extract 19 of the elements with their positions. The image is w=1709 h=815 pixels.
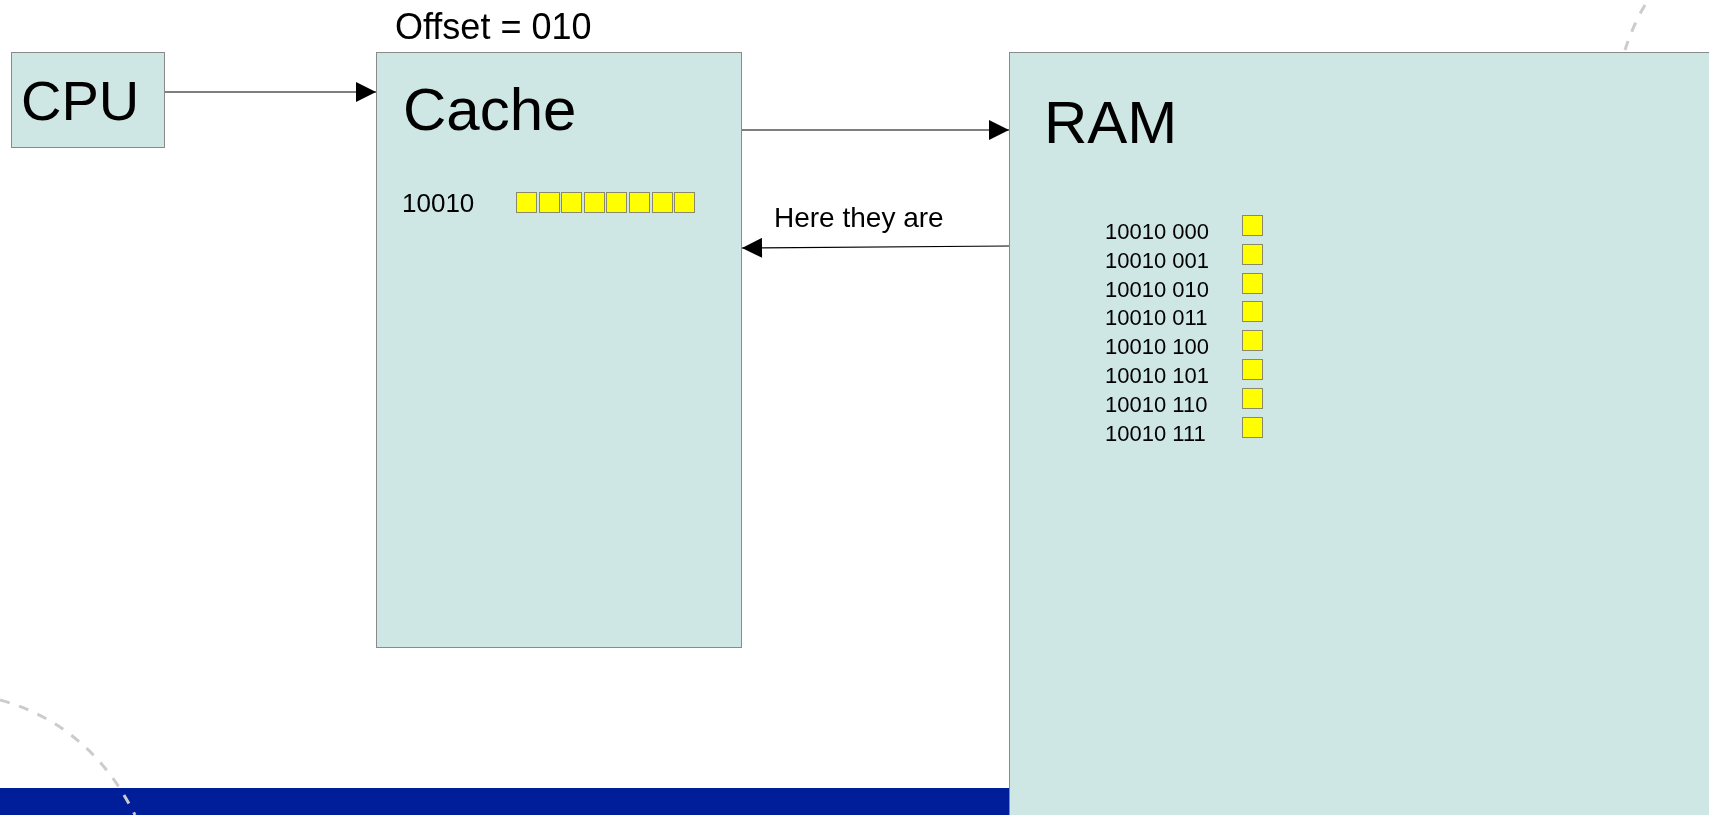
arrow	[741, 120, 1010, 140]
arrow	[164, 82, 377, 102]
component-title: Cache	[403, 80, 577, 140]
component-box	[11, 52, 165, 148]
address-label: 10010 010	[1105, 278, 1209, 301]
address-label: 10010 101	[1105, 365, 1209, 387]
address-label: 10010 000	[1105, 221, 1209, 243]
offset-label: Offset = 010	[395, 9, 592, 45]
address-label: 10010 001	[1105, 249, 1209, 272]
address-label: 10010 100	[1105, 336, 1209, 359]
component-box	[376, 52, 742, 648]
address-label: 10010 110	[1105, 393, 1208, 416]
arrow	[741, 237, 1010, 258]
address-label: 10010 011	[1105, 307, 1208, 330]
component-title: CPU	[21, 73, 140, 129]
component-title: RAM	[1044, 93, 1178, 153]
component-box	[1009, 52, 1709, 815]
address-label: 10010	[402, 190, 475, 216]
address-label: 10010 111	[1105, 422, 1206, 445]
